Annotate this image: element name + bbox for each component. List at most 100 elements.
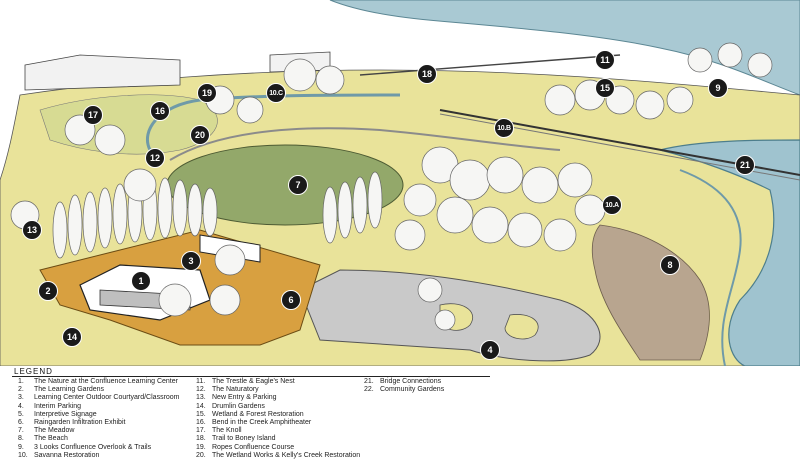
legend-column-3: 21. Bridge Connections 22. Community Garden… [364,378,444,394]
legend-item-label: Learning Center Outdoor Courtyard/Classr… [34,394,180,402]
legend-item-label: The Wetland Works & Kelly's Creek Restor… [212,451,361,459]
legend-item-number: 13. [196,394,206,402]
legend-divider [12,376,490,377]
distant-rail [359,54,621,76]
legend-item: 20. The Wetland Works & Kelly's Creek Res… [196,452,360,460]
map-marker: 20 [190,125,210,145]
legend-item-number: 12. [196,386,206,394]
legend-item-label: The Trestle & Eagle's Nest [212,378,295,385]
legend-item-number: 21. [364,378,374,385]
legend-item-label: Savanna Restoration [34,451,100,459]
legend-item-number: 22. [364,386,374,394]
map-marker: 10.A [602,195,622,215]
legend-item: 5. Interpretive Signage [18,411,180,419]
legend-item-number: 2. [18,386,24,394]
legend-item-number: 14. [196,402,206,410]
legend-item: 1. The Nature at the Confluence Learning … [18,378,180,386]
legend-item-label: Ropes Confluence Course [212,443,295,451]
map-marker: 15 [595,78,615,98]
legend-item-number: 5. [18,410,24,418]
legend-item: 6. Raingarden Infiltration Exhibit [18,419,180,427]
legend-item: 9. 3 Looks Confluence Overlook & Trails [18,444,180,452]
legend-item-label: Bridge Connections [380,378,442,385]
map-marker: 17 [83,105,103,125]
legend-item-number: 17. [196,427,206,435]
legend-column-1: 1. The Nature at the Confluence Learning … [18,378,180,460]
legend-item-number: 9. [18,443,24,451]
legend-item-number: 16. [196,419,206,427]
legend-item: 17. The Knoll [196,427,360,435]
distant-water [329,0,800,96]
map-marker: 4 [480,340,500,360]
legend-item-label: Bend in the Creek Amphitheater [212,419,312,427]
legend-item: 14. Drumlin Gardens [196,403,360,411]
legend-item-number: 6. [18,419,24,427]
legend-item: 7. The Meadow [18,427,180,435]
map-marker: 6 [281,290,301,310]
legend-item-number: 7. [18,427,24,435]
legend-item: 21. Bridge Connections [364,378,444,386]
legend-item: 19. Ropes Confluence Course [196,444,360,452]
map-marker: 13 [22,220,42,240]
legend-item-label: The Beach [34,435,68,443]
legend-item-number: 11. [196,378,206,385]
legend-item-label: Wetland & Forest Restoration [212,410,304,418]
river-channel [679,169,742,367]
map-marker: 10.C [266,83,286,103]
legend-item-label: Interim Parking [34,402,82,410]
legend-item: 18.Trail to Boney Island [196,435,360,443]
legend-item-number: 10. [18,451,28,459]
map-marker: 11 [595,50,615,70]
map-marker: 7 [288,175,308,195]
legend-item-number: 3. [18,394,24,402]
legend-item: 4. Interim Parking [18,403,180,411]
legend-title: LEGEND [14,367,53,376]
map-marker: 2 [38,281,58,301]
legend-item-label: The Learning Gardens [34,386,105,394]
meadow [166,144,404,226]
legend-item-label: The Meadow [34,427,75,435]
map-marker: 12 [145,148,165,168]
legend-item: 15. Wetland & Forest Restoration [196,411,360,419]
legend-item-label: The Knoll [212,427,242,435]
legend-item: 2. The Learning Gardens [18,386,180,394]
legend-item-number: 4. [18,402,24,410]
beach [591,224,710,361]
legend-item: 8. The Beach [18,435,180,443]
map-marker: 1 [131,271,151,291]
legend-item-label: Drumlin Gardens [212,402,265,410]
map-marker: 3 [181,251,201,271]
map-marker: 18 [417,64,437,84]
legend-item: 12.The Naturatory [196,386,360,394]
legend-item: 3. Learning Center Outdoor Courtyard/Clas… [18,394,180,402]
river [659,139,800,367]
legend-item-number: 15. [196,410,206,418]
map-marker: 10.B [494,118,514,138]
legend-item-label: Raingarden Infiltration Exhibit [34,419,126,427]
legend-item-number: 1. [18,378,24,385]
legend-item-label: The Nature at the Confluence Learning Ce… [34,378,178,385]
tree-canopies [10,42,773,331]
map-marker: 21 [735,155,755,175]
legend-item: 11. The Trestle & Eagle's Nest [196,378,360,386]
legend-item-label: 3 Looks Confluence Overlook & Trails [34,443,152,451]
legend-item: 13. New Entry & Parking [196,394,360,402]
legend-item-label: New Entry & Parking [212,394,277,402]
trail [169,127,561,161]
legend-item-label: Trail to Boney Island [212,435,276,443]
legend-item: 22. Community Gardens [364,386,444,394]
legend-item-label: Interpretive Signage [34,410,97,418]
legend-item: 10. Savanna Restoration [18,452,180,460]
legend-item-number: 8. [18,435,24,443]
poplar-row [52,171,383,259]
legend-item-number: 19. [196,443,206,451]
legend-panel [0,366,800,475]
map-marker: 8 [660,255,680,275]
map-marker: 16 [150,101,170,121]
legend-item-number: 20. [196,451,206,459]
map-marker: 14 [62,327,82,347]
legend-item-label: Community Gardens [380,386,445,394]
map-marker: 19 [197,83,217,103]
map-marker: 9 [708,78,728,98]
